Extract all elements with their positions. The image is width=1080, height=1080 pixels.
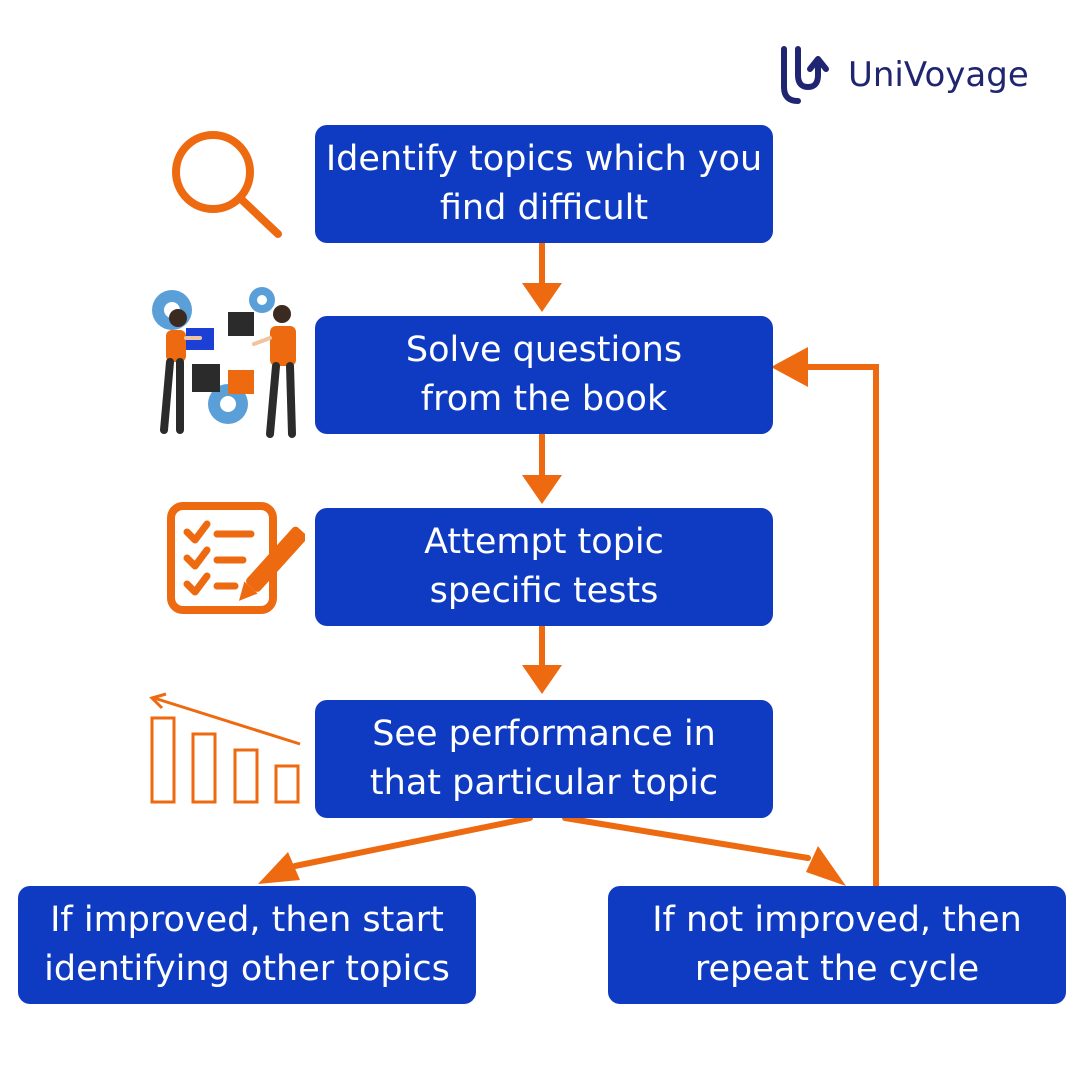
step-attempt-box: Attempt topic specific tests <box>315 508 773 626</box>
brand-name: UniVoyage <box>848 55 1029 95</box>
arrowhead-not-improved <box>806 846 846 886</box>
arrowhead-attempt <box>522 475 562 504</box>
step-attempt-text: Attempt topic specific tests <box>424 522 664 611</box>
step-identify-text: Identify topics which you find difficult <box>325 139 763 228</box>
step-performance-box: See performance in that particular topic <box>315 700 773 818</box>
brand-logo: UniVoyage <box>778 40 1048 110</box>
step-performance-text: See performance in that particular topic <box>369 714 719 803</box>
outcome-improved-box: If improved, then start identifying othe… <box>18 886 476 1004</box>
connector-to-not-improved <box>562 815 811 861</box>
step-identify-box: Identify topics which you find difficult <box>315 125 773 243</box>
arrowhead-repeat <box>771 347 808 387</box>
arrowhead-solve <box>522 283 562 312</box>
magnifier-icon <box>172 131 282 238</box>
outcome-improved-text: If improved, then start identifying othe… <box>44 900 450 989</box>
arrowhead-performance <box>522 665 562 694</box>
outcome-not-improved-text: If not improved, then repeat the cycle <box>652 900 1022 989</box>
declining-bars-icon <box>149 692 301 804</box>
step-solve-text: Solve questions from the book <box>405 330 683 419</box>
step-solve-box: Solve questions from the book <box>315 316 773 434</box>
checklist-icon <box>167 502 305 614</box>
arrowhead-improved <box>258 852 300 884</box>
univoyage-logo-icon <box>781 46 829 104</box>
outcome-not-improved-box: If not improved, then repeat the cycle <box>608 886 1066 1004</box>
connector-to-improved <box>292 815 533 869</box>
teamwork-puzzle-icon <box>152 287 296 438</box>
connector-repeat-loop <box>805 364 879 889</box>
